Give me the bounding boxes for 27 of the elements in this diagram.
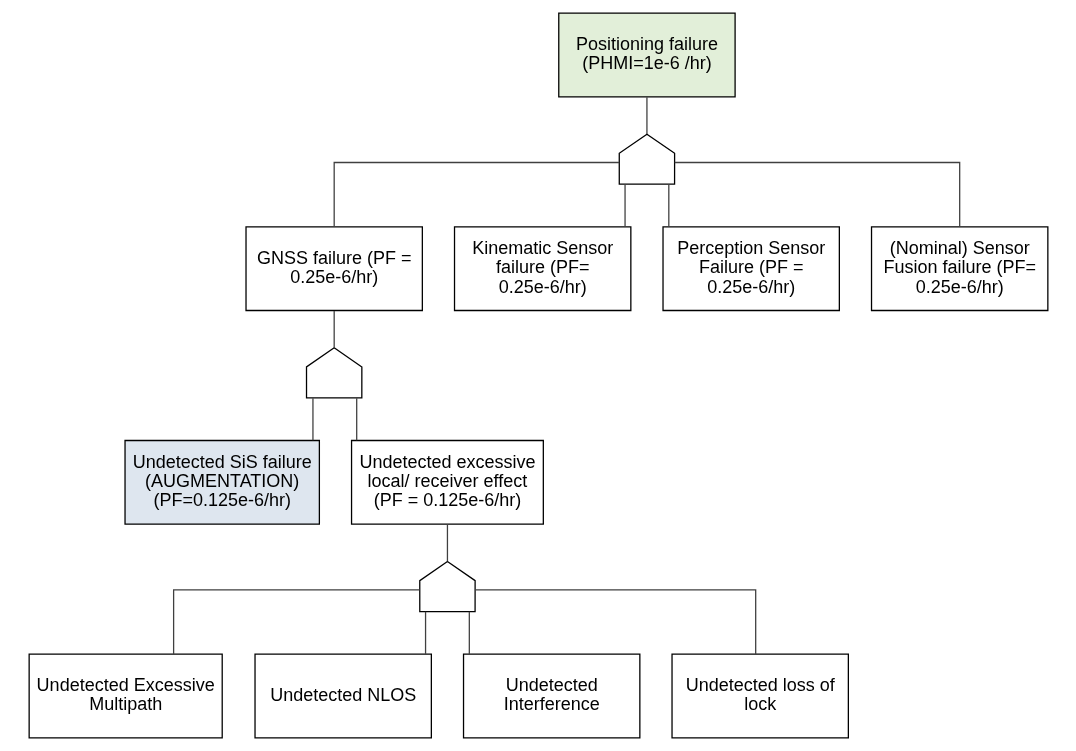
connector	[623, 183, 626, 228]
node-gate	[618, 133, 675, 185]
connector	[446, 523, 448, 562]
connector	[311, 397, 314, 441]
connector	[355, 397, 357, 441]
node-box: Perception Sensor Failure (PF = 0.25e-6/hr)	[661, 226, 840, 312]
node-box: GNSS failure (PF = 0.25e-6/hr)	[244, 226, 423, 312]
node-gate	[305, 347, 362, 399]
connector	[333, 161, 620, 228]
connector	[172, 589, 420, 655]
connector	[474, 589, 756, 655]
node-box: (Nominal) Sensor Fusion failure (PF= 0.25e-6/hr)	[870, 226, 1048, 312]
connector	[468, 611, 470, 655]
node-box: Kinematic Sensor failure (PF= 0.25e-6/hr)	[453, 226, 631, 312]
connector	[645, 96, 648, 135]
node-box: Undetected excessive local/ receiver effect (PF = 0.125e-6/hr)	[350, 439, 544, 525]
node-box: Positioning failure (PHMI=1e-6 /hr)	[557, 12, 736, 98]
node-box: Undetected NLOS	[253, 653, 432, 739]
node-box: Undetected Excessive Multipath	[28, 653, 223, 739]
connector	[333, 310, 335, 349]
node-box: Undetected SiS failure (AUGMENTATION) (PF=0.125e-6/hr)	[123, 439, 320, 525]
connector	[667, 183, 669, 228]
connector	[673, 161, 960, 228]
node-gate	[418, 560, 476, 613]
node-box: Undetected Interference	[462, 653, 640, 739]
node-box: Undetected loss of lock	[670, 653, 849, 739]
connector	[424, 611, 426, 655]
